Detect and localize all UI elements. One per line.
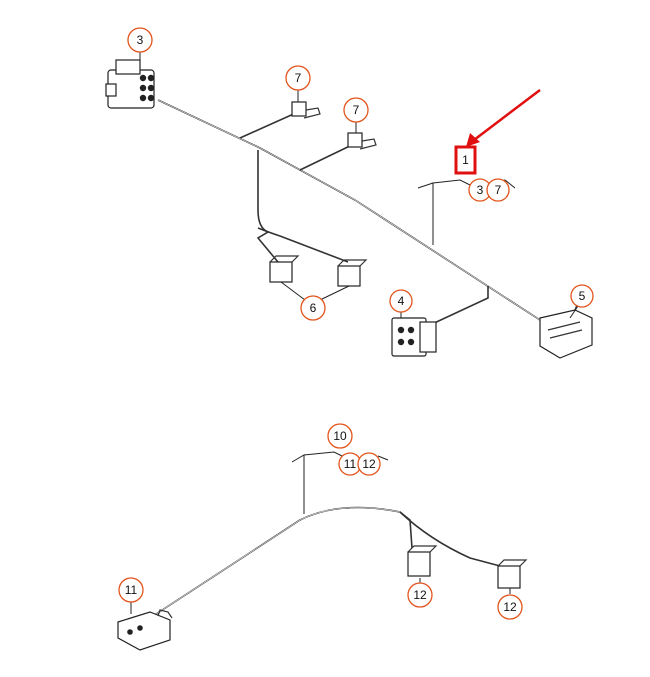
svg-text:3: 3 [137,33,144,47]
svg-text:7: 7 [295,71,302,85]
red-arrow [466,89,541,147]
branch-7a [239,111,299,139]
svg-text:11: 11 [344,457,357,471]
svg-text:12: 12 [413,588,427,602]
connector-5 [539,301,593,359]
upper-harness [105,52,593,359]
svg-text:6: 6 [310,301,317,315]
svg-text:7: 7 [495,183,502,197]
callout-4: 4 [389,289,413,313]
callout-12-range: 12 [357,452,381,476]
callout-7b: 7 [343,97,369,123]
lower-harness [117,451,528,651]
callout-7a: 7 [285,65,311,91]
svg-text:7: 7 [353,103,360,117]
svg-text:1: 1 [462,153,469,167]
svg-text:3: 3 [477,183,484,197]
callout-10: 10 [327,423,353,449]
callout-5: 5 [570,284,594,308]
callout-11: 11 [118,577,144,603]
connector-11 [117,609,173,651]
svg-text:12: 12 [362,457,376,471]
svg-text:5: 5 [579,289,586,303]
harness-lower-trunk [149,506,413,619]
branch-7b [299,142,357,171]
connector-12b [497,559,528,589]
connector-3 [105,59,155,109]
svg-text:10: 10 [333,429,347,443]
svg-text:11: 11 [125,583,138,597]
branch-12b [399,511,501,567]
connector-6b [337,259,368,287]
connector-7b [347,132,377,150]
callout-6: 6 [300,295,326,321]
callout-3-top: 3 [127,27,153,53]
branch-4 [429,286,489,326]
callout-1-highlighted: 1 [454,145,477,175]
callout-12a: 12 [407,582,433,608]
connector-6a [269,255,300,283]
connector-12a [407,545,438,577]
svg-text:4: 4 [398,294,405,308]
connector-7a [291,101,321,119]
callout-7-range: 7 [486,178,510,202]
connector-4 [391,317,437,357]
svg-text:12: 12 [503,600,517,614]
branch-6 [256,150,279,263]
callout-12b: 12 [497,594,523,620]
